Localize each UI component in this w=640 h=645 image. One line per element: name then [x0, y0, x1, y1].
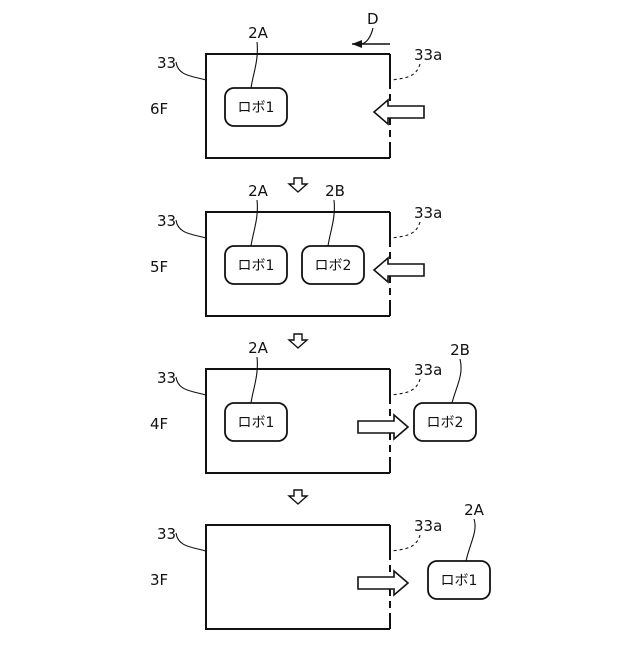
floor-label: 5F: [150, 258, 168, 276]
car-ref-label: 33: [157, 525, 176, 543]
robot-2b-label: ロボ2: [315, 258, 352, 274]
robot-2a: ロボ1: [225, 246, 287, 284]
robot-2a-label: ロボ1: [238, 258, 275, 274]
car-ref-leader: [176, 220, 206, 238]
robot-2a: ロボ1: [225, 403, 287, 441]
step-arrows-layer: [289, 178, 307, 504]
robot-ref-leader: [251, 357, 257, 403]
robot-2a: ロボ1: [225, 88, 287, 126]
robot-outside-ref-label: 2A: [464, 501, 485, 519]
robot-outside-2a: ロボ1: [428, 561, 490, 599]
car-ref-leader: [176, 533, 206, 551]
floor-label: 4F: [150, 415, 168, 433]
car-ref-label: 33: [157, 54, 176, 72]
panel-6f: 33 33a 6F ロボ1 2A: [150, 24, 442, 158]
robot-ref-label: 2B: [325, 182, 345, 200]
exiting-arrow-icon: [358, 571, 408, 595]
robot-outside-ref-label: 2B: [450, 341, 470, 359]
car-ref-label: 33: [157, 212, 176, 230]
exiting-arrow-icon: [358, 415, 408, 439]
entering-arrow-icon: [374, 258, 424, 282]
door-ref-label: 33a: [414, 46, 442, 64]
door-ref-leader: [392, 222, 420, 238]
car-ref-label: 33: [157, 369, 176, 387]
robot-ref-leader: [251, 42, 257, 88]
direction-leader: [362, 28, 373, 44]
floor-label: 6F: [150, 100, 168, 118]
car-ref-leader: [176, 62, 206, 80]
entering-arrow-icon: [374, 100, 424, 124]
door-ref-leader: [392, 379, 420, 395]
robot-outside-ref-leader: [452, 359, 461, 403]
panel-3f: 33 33a 3F ロボ1 2A: [150, 501, 490, 629]
direction-arrowhead-icon: [352, 40, 362, 48]
robot-2a-label: ロボ1: [238, 415, 275, 431]
door-ref-label: 33a: [414, 204, 442, 222]
robot-ref-label: 2A: [248, 182, 269, 200]
panels-layer: 33 33a 6F ロボ1 2A 33 33a 5F ロボ1 2A ロボ2 2B 33 33a 4F ロボ1 2…: [150, 24, 490, 629]
robot-ref-label: 2A: [248, 339, 269, 357]
robot-2b: ロボ2: [302, 246, 364, 284]
step-down-arrow-icon: [289, 490, 307, 504]
step-down-arrow-icon: [289, 178, 307, 192]
door-ref-label: 33a: [414, 361, 442, 379]
robot-ref-label: 2A: [248, 24, 269, 42]
direction-indicator: D: [352, 10, 390, 48]
robot-ref-leader: [328, 200, 334, 246]
robot-outside-2a-label: ロボ1: [441, 573, 478, 589]
robot-outside-2b: ロボ2: [414, 403, 476, 441]
panel-4f: 33 33a 4F ロボ1 2A ロボ2 2B: [150, 339, 476, 473]
robot-outside-2b-label: ロボ2: [427, 415, 464, 431]
door-ref-leader: [392, 535, 420, 551]
floor-label: 3F: [150, 571, 168, 589]
door-ref-leader: [392, 64, 420, 80]
door-ref-label: 33a: [414, 517, 442, 535]
direction-label: D: [367, 10, 379, 28]
panel-5f: 33 33a 5F ロボ1 2A ロボ2 2B: [150, 182, 442, 316]
robot-ref-leader: [251, 200, 257, 246]
robot-2a-label: ロボ1: [238, 100, 275, 116]
robot-outside-ref-leader: [466, 519, 475, 561]
car-ref-leader: [176, 377, 206, 395]
step-down-arrow-icon: [289, 334, 307, 348]
